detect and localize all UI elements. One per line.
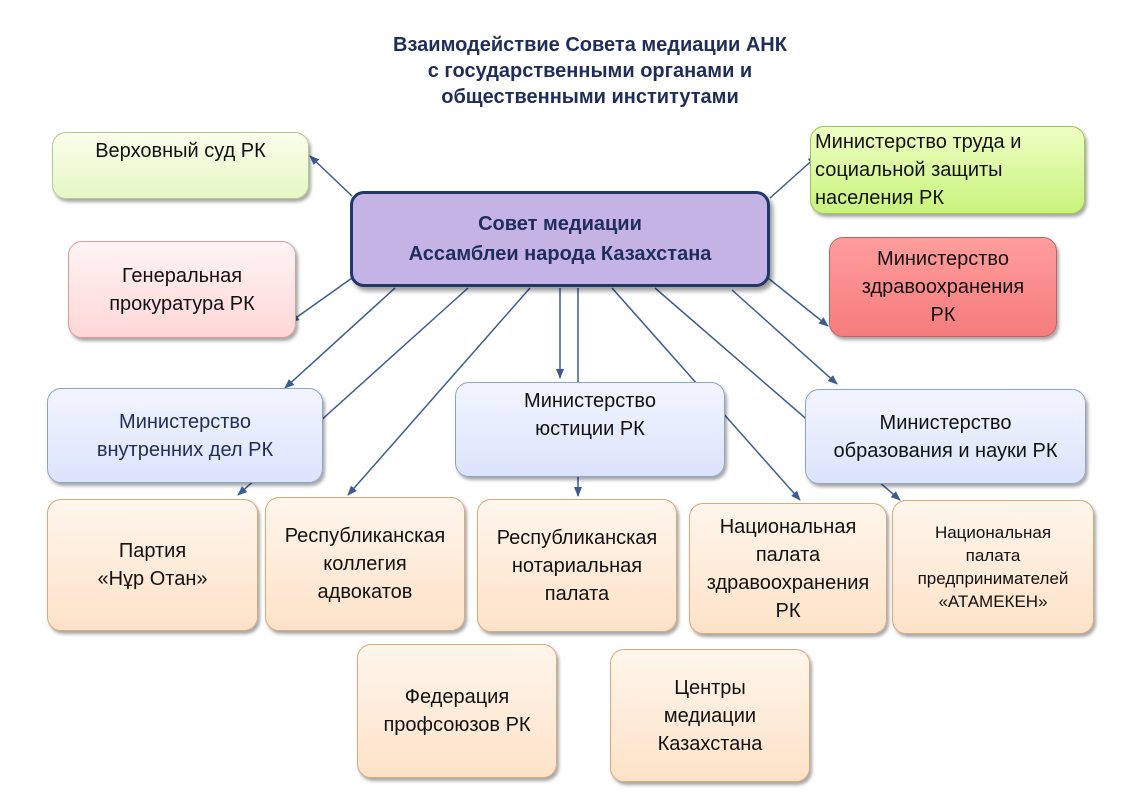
node-mediation-council: Совет медиации Ассамблеи народа Казахста… xyxy=(350,191,770,287)
node-notary: Республиканская нотариальная палата xyxy=(477,499,677,632)
diagram-title: Взаимодействие Совета медиации АНК с гос… xyxy=(300,32,880,110)
node-health-chamber: Национальная палата здравоохранения РК xyxy=(689,503,887,634)
node-mediation-council-label: Совет медиации Ассамблеи народа Казахста… xyxy=(408,213,712,265)
arrow-to-supreme-court xyxy=(309,155,353,197)
node-health-label: Министерство здравоохранения РК xyxy=(861,248,1025,326)
node-advocates: Республиканская коллегия адвокатов xyxy=(265,497,465,631)
node-unions-label: Федерация профсоюзов РК xyxy=(383,686,531,736)
node-interior-label: Министерство внутренних дел РК xyxy=(96,410,274,461)
node-supreme-court-label: Верховный суд РК xyxy=(95,140,266,162)
node-notary-label: Республиканская нотариальная палата xyxy=(496,526,658,605)
node-advocates-label: Республиканская коллегия адвокатов xyxy=(284,525,446,603)
node-labor: Министерство труда и социальной защиты н… xyxy=(810,126,1085,214)
node-supreme-court: Верховный суд РК xyxy=(52,132,309,199)
node-labor-label: Министерство труда и социальной защиты н… xyxy=(815,131,1022,209)
title-line-2: с государственными органами и xyxy=(427,60,753,82)
node-justice-label: Министерство юстиции РК xyxy=(524,390,656,440)
arrow-to-education xyxy=(731,289,838,385)
node-health: Министерство здравоохранения РК xyxy=(829,237,1057,337)
arrow-to-prosecutor xyxy=(289,277,353,323)
node-prosecutor: Генеральная прокуратура РК xyxy=(68,241,296,338)
node-mediation-centers: Центры медиации Казахстана xyxy=(610,649,810,782)
node-nur-otan: Партия «Нұр Отан» xyxy=(47,499,258,631)
node-atameken-label: Национальная палата предпринимателей «АТ… xyxy=(917,523,1069,611)
arrow-to-labor xyxy=(769,155,818,199)
node-prosecutor-label: Генеральная прокуратура РК xyxy=(109,264,255,315)
node-nur-otan-label: Партия «Нұр Отан» xyxy=(97,540,208,590)
arrow-to-interior xyxy=(284,287,396,389)
node-health-chamber-label: Национальная палата здравоохранения РК xyxy=(706,515,870,622)
node-justice: Министерство юстиции РК xyxy=(455,382,725,477)
node-education: Министерство образования и науки РК xyxy=(805,389,1086,484)
arrow-to-advocates xyxy=(347,287,531,496)
title-line-3: общественными институтами xyxy=(441,86,739,108)
node-education-label: Министерство образования и науки РК xyxy=(833,411,1058,462)
node-mediation-centers-label: Центры медиации Казахстана xyxy=(657,676,763,755)
title-line-1: Взаимодействие Совета медиации АНК xyxy=(393,34,787,56)
node-interior: Министерство внутренних дел РК xyxy=(47,388,323,483)
node-unions: Федерация профсоюзов РК xyxy=(357,644,557,778)
arrow-to-health xyxy=(767,277,829,327)
node-atameken: Национальная палата предпринимателей «АТ… xyxy=(892,500,1094,634)
